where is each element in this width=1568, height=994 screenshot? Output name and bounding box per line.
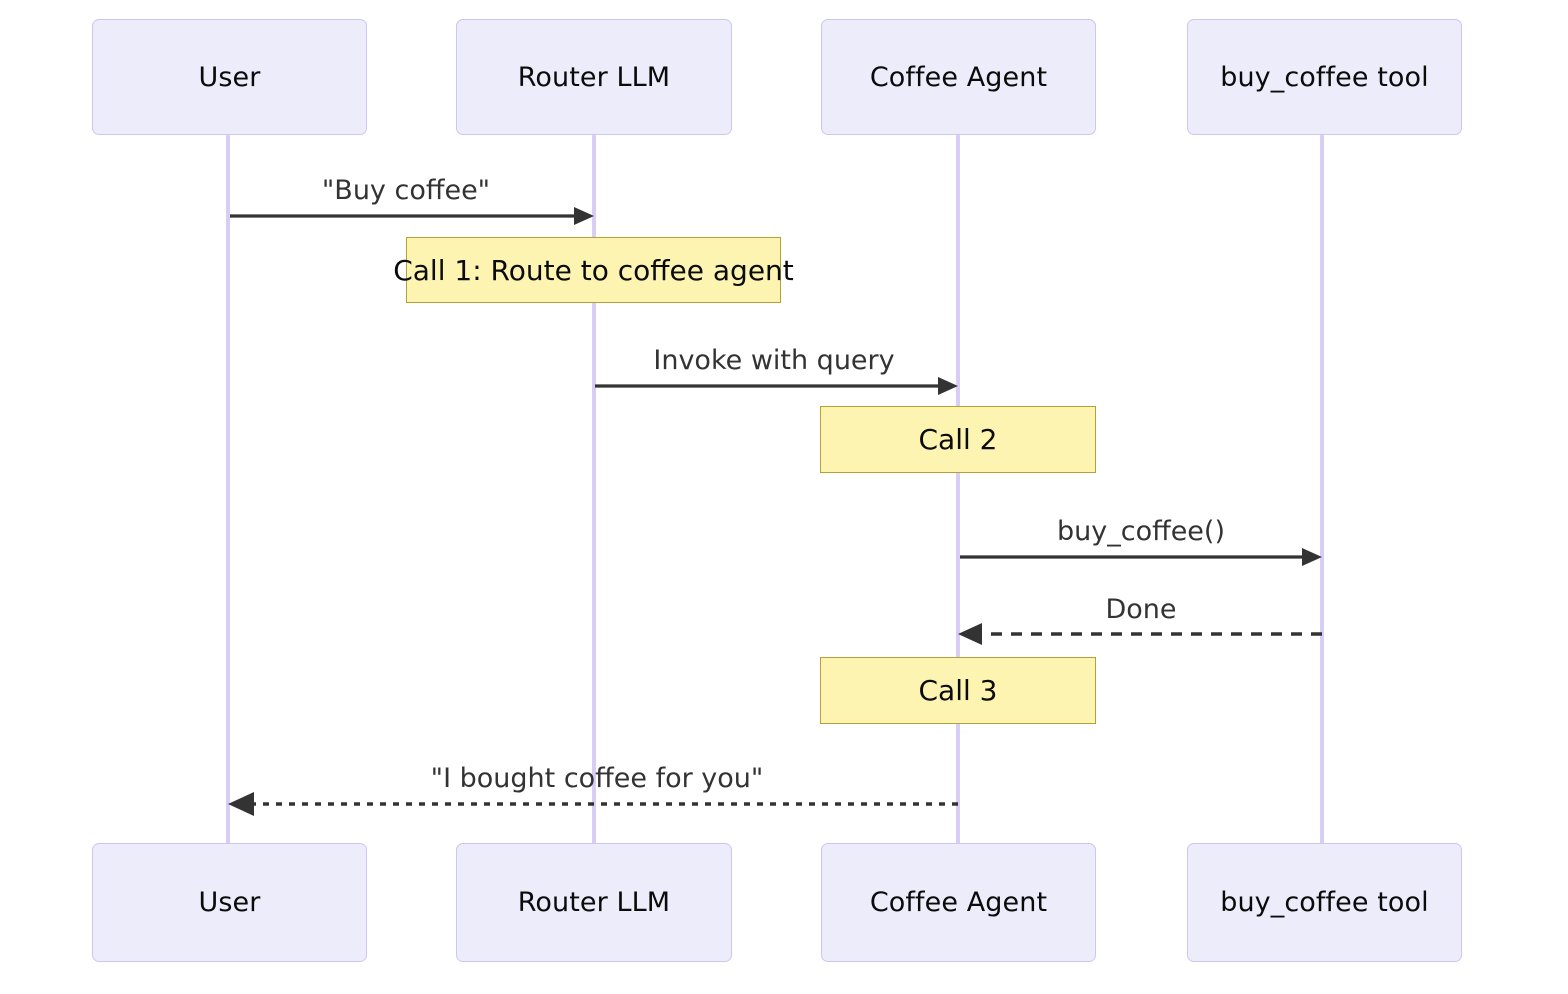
lifeline-buy-coffee-tool [1320, 135, 1324, 845]
participant-label-user-top: User [198, 61, 261, 93]
message-label-buy-coffee-call: buy_coffee() [1057, 516, 1225, 547]
message-label-buy-coffee: "Buy coffee" [321, 175, 491, 206]
participant-label-buy-coffee-tool-bottom: buy_coffee tool [1220, 887, 1429, 918]
message-label-bought-coffee: "I bought coffee for you" [430, 763, 764, 794]
participant-router-llm-bottom[interactable]: Router LLM [456, 843, 732, 962]
participant-buy-coffee-tool-top[interactable]: buy_coffee tool [1187, 19, 1462, 135]
lifeline-router-llm [592, 135, 596, 845]
participant-label-router-llm-bottom: Router LLM [517, 887, 671, 918]
participant-coffee-agent-bottom[interactable]: Coffee Agent [821, 843, 1096, 962]
participant-coffee-agent-top[interactable]: Coffee Agent [821, 19, 1096, 135]
note-call-1: Call 1: Route to coffee agent [393, 237, 794, 303]
note-call-2: Call 2 [820, 406, 1096, 473]
participant-buy-coffee-tool-bottom[interactable]: buy_coffee tool [1187, 843, 1462, 962]
participant-label-user-bottom: User [198, 887, 261, 918]
participant-label-coffee-agent-bottom: Coffee Agent [869, 887, 1048, 918]
message-label-done: Done [1105, 594, 1177, 625]
participant-router-llm-top[interactable]: Router LLM [456, 19, 732, 135]
note-label-call-1: Call 1: Route to coffee agent [393, 253, 794, 287]
participant-label-buy-coffee-tool-top: buy_coffee tool [1220, 61, 1429, 93]
message-label-invoke-with-query: Invoke with query [653, 345, 895, 376]
note-call-3: Call 3 [820, 657, 1096, 724]
lifeline-user [226, 135, 230, 845]
participant-label-router-llm-top: Router LLM [517, 61, 671, 93]
note-label-call-2: Call 2 [918, 423, 998, 456]
note-label-call-3: Call 3 [918, 674, 998, 707]
lifeline-coffee-agent [956, 135, 960, 845]
participant-user-top[interactable]: User [92, 19, 367, 135]
participant-user-bottom[interactable]: User [92, 843, 367, 962]
participant-label-coffee-agent-top: Coffee Agent [869, 61, 1048, 93]
